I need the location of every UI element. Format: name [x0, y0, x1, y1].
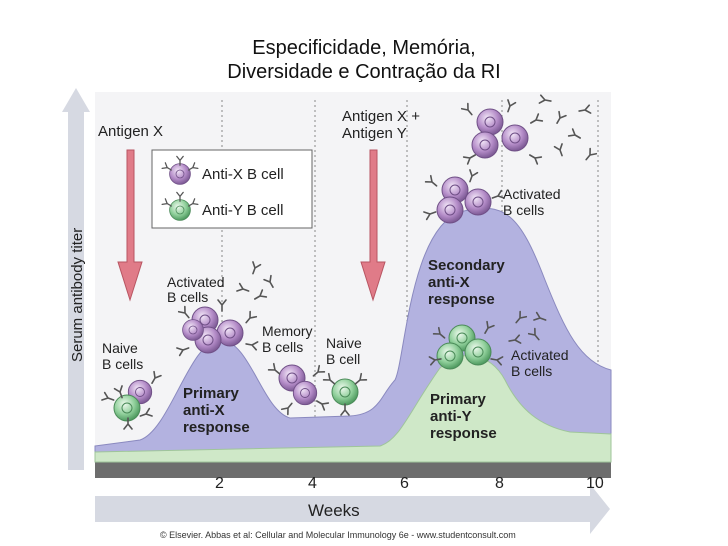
- antigen-xy-arrow: [360, 149, 386, 302]
- antigen-x-label: Antigen X: [98, 123, 163, 140]
- naive-b-cell-label-2: B cell: [326, 351, 360, 367]
- secondary-x-label-3: response: [428, 291, 495, 308]
- copyright-credit: © Elsevier. Abbas et al: Cellular and Mo…: [160, 530, 516, 540]
- naive-b-cells-label-2: B cells: [102, 356, 143, 372]
- activated-2-label-2: B cells: [503, 202, 544, 218]
- x-axis-label: Weeks: [308, 501, 360, 520]
- x-tick-10: 10: [586, 475, 604, 492]
- antigen-xy-label-1: Antigen X +: [342, 108, 420, 125]
- primary-y-label-1: Primary: [430, 391, 487, 408]
- activated-1-label-2: B cells: [167, 289, 208, 305]
- primary-y-label-3: response: [430, 425, 497, 442]
- legend-y-label: Anti-Y B cell: [202, 202, 283, 219]
- activated-1-label-1: Activated: [167, 274, 225, 290]
- secondary-x-label-1: Secondary: [428, 257, 505, 274]
- naive-b-cells-label-1: Naive: [102, 340, 138, 356]
- x-tick-8: 8: [495, 475, 504, 492]
- activated-2-label-1: Activated: [503, 186, 561, 202]
- x-tick-2: 2: [215, 475, 224, 492]
- y-axis-label: Serum antibody titer: [69, 228, 86, 362]
- primary-x-label-3: response: [183, 419, 250, 436]
- primary-x-label-2: anti-X: [183, 402, 225, 419]
- title-line-1: Especificidade, Memória,: [252, 37, 476, 59]
- y-axis-arrow: [62, 88, 90, 470]
- primary-x-label-1: Primary: [183, 385, 240, 402]
- antigen-xy-label-2: Antigen Y: [342, 125, 407, 142]
- x-tick-6: 6: [400, 475, 409, 492]
- activated-3-label-2: B cells: [511, 363, 552, 379]
- x-axis-arrow: [95, 484, 610, 534]
- secondary-x-label-2: anti-X: [428, 274, 470, 291]
- naive-b-cell-label-1: Naive: [326, 335, 362, 351]
- x-tick-4: 4: [308, 475, 317, 492]
- antigen-x-arrow: [117, 149, 143, 302]
- memory-label-1: Memory: [262, 323, 313, 339]
- legend-x-label: Anti-X B cell: [202, 166, 284, 183]
- activated-3-label-1: Activated: [511, 347, 569, 363]
- x-axis-bar: [95, 462, 611, 478]
- memory-label-2: B cells: [262, 339, 303, 355]
- title-line-2: Diversidade e Contração da RI: [227, 61, 501, 83]
- primary-y-label-2: anti-Y: [430, 408, 472, 425]
